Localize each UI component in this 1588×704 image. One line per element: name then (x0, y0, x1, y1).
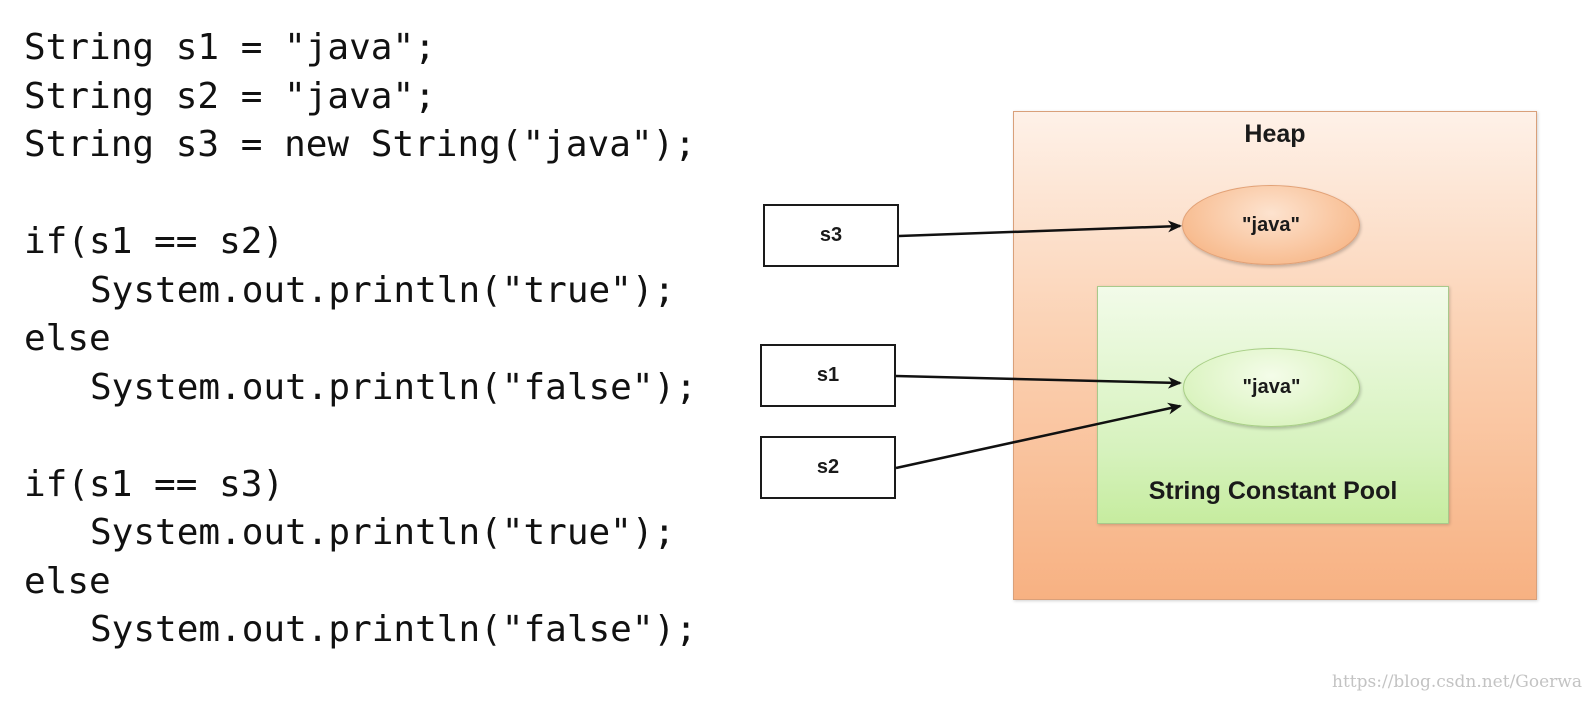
heap-java-object-label: "java" (1242, 213, 1300, 236)
reference-s3-label: s3 (819, 224, 843, 246)
heap-java-object: "java" (1182, 185, 1360, 265)
heap-title: Heap (1244, 120, 1306, 148)
code-line: String s2 = "java"; (24, 75, 436, 117)
reference-s2-box: s2 (760, 436, 896, 499)
code-block: String s1 = "java"; String s2 = "java"; … (24, 24, 697, 655)
code-line: System.out.println("false"); (90, 609, 697, 650)
code-line-blank (24, 412, 697, 461)
reference-s2-label: s2 (816, 456, 840, 478)
code-line: String s3 = new String("java"); (24, 124, 696, 165)
code-line: System.out.println("false"); (90, 366, 697, 408)
pool-java-object-label: "java" (1242, 376, 1301, 398)
code-line: if(s1 == s3) (24, 463, 285, 505)
pool-title: String Constant Pool (1148, 477, 1398, 505)
watermark: https://blog.csdn.net/Goerwa (1332, 672, 1582, 692)
reference-s1-box: s1 (760, 344, 896, 407)
code-line: else (24, 560, 111, 602)
code-line: String s1 = "java"; (24, 27, 436, 68)
pool-java-object: "java" (1183, 348, 1360, 427)
code-line-blank (24, 170, 697, 219)
reference-s3-box: s3 (763, 204, 899, 267)
code-line: System.out.println("true"); (90, 269, 676, 311)
code-line: else (24, 318, 111, 359)
reference-s1-label: s1 (816, 364, 840, 386)
code-line: if(s1 == s2) (24, 221, 285, 262)
code-line: System.out.println("true"); (90, 512, 676, 553)
